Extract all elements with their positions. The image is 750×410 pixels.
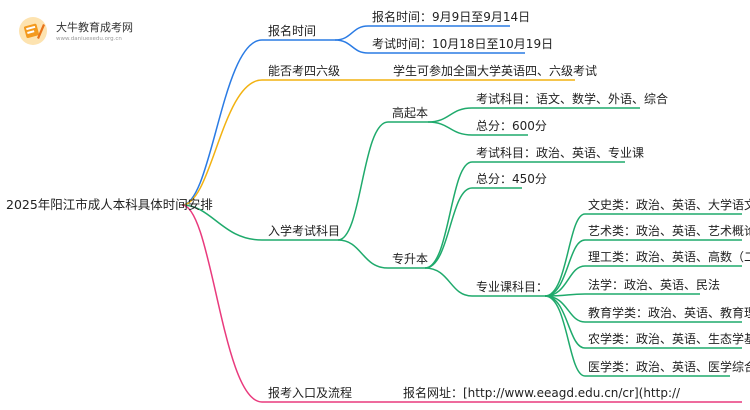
- gqb-subjects-item: 考试科目：语文、数学、外语、综合: [476, 92, 669, 106]
- signup-time-item: 报名时间：9月9日至9月14日: [372, 10, 531, 24]
- connector-major-item-4: [544, 293, 700, 297]
- portal-url-item: 报名网址：[http://www.eeagd.edu.cn/cr](http:/…: [403, 386, 681, 400]
- major-item: 艺术类：政治、英语、艺术概论: [588, 224, 750, 238]
- major-item: 教育学类：政治、英语、教育理论: [588, 306, 750, 320]
- connector-root-subjects: [181, 204, 338, 241]
- connector-major-item-5: [544, 295, 742, 323]
- connector-root-signup: [181, 39, 335, 206]
- major-item: 农学类：政治、英语、生态学基础: [588, 332, 750, 346]
- connector-subjects-gqb: [337, 121, 428, 241]
- connector-zsb-item-1: [424, 161, 625, 269]
- major-item: 医学类：政治、英语、医学综合: [588, 360, 750, 374]
- connector-signup-item-1: [334, 25, 510, 41]
- exam-time-item: 考试时间：10月18日至10月19日: [372, 37, 554, 51]
- site-logo: 大牛教育成考网 www.daniuexedu.org.cn: [10, 12, 160, 52]
- connector-gqb-item-2: [427, 121, 528, 136]
- book-pen-icon: [19, 17, 47, 45]
- connector-root-portal: [181, 204, 370, 403]
- logo-title: 大牛教育成考网: [56, 21, 133, 34]
- major-item: 法学：政治、英语、民法: [588, 278, 721, 292]
- connector-major-item-3: [544, 265, 742, 297]
- zsb-total-item: 总分：450分: [476, 172, 547, 186]
- connector-major-item-2: [544, 239, 742, 297]
- zsb-major-node: 专业课科目：: [476, 280, 549, 294]
- zsb-subjects-item: 考试科目：政治、英语、专业课: [476, 146, 645, 160]
- connector-gqb-item-1: [427, 107, 640, 123]
- major-item: 文史类：政治、英语、大学语文: [588, 198, 750, 212]
- logo-url: www.daniuexedu.org.cn: [56, 36, 122, 42]
- connector-subjects-zsb: [337, 239, 425, 269]
- connector-root-cet: [181, 79, 575, 206]
- subnode-gqb: 高起本: [392, 106, 429, 120]
- connector-zsb-major: [424, 267, 545, 297]
- cet-item: 学生可参加全国大学英语四、六级考试: [393, 64, 598, 78]
- major-item: 理工类：政治、英语、高数（二）: [588, 250, 750, 264]
- connector-signup-item-2: [334, 39, 525, 54]
- gqb-total-item: 总分：600分: [476, 119, 547, 133]
- branch-subjects: 入学考试科目: [268, 224, 341, 238]
- branch-cet: 能否考四六级: [268, 64, 341, 78]
- connector-major-item-7: [544, 295, 730, 377]
- connector-zsb-item-2: [424, 187, 522, 269]
- subnode-zsb: 专升本: [392, 252, 429, 266]
- branch-portal: 报考入口及流程: [268, 386, 353, 400]
- branch-signup-time: 报名时间: [268, 24, 317, 38]
- connector-major-item-1: [544, 213, 742, 297]
- root-topic: 2025年阳江市成人本科具体时间安排: [6, 197, 213, 212]
